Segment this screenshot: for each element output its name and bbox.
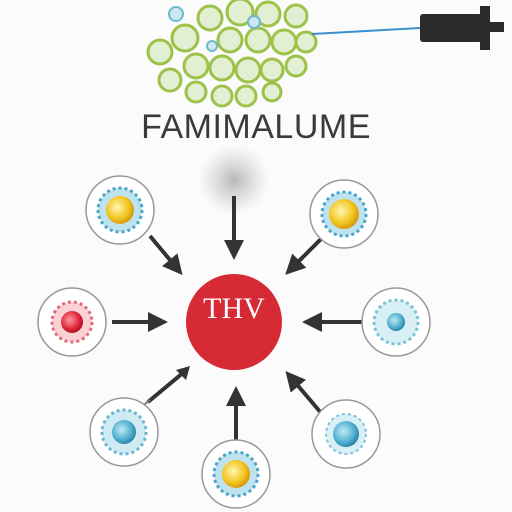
virus-cluster-icon [148,0,316,106]
needle-arrow-icon [140,366,190,408]
diagram-title: FAMIMALUME [0,108,512,147]
arrow-top-right [288,238,322,272]
arrow-bottom-right [288,374,322,414]
arrow-top-left [150,236,180,272]
hub-label: THV [186,292,282,326]
cell-top-right [310,180,378,248]
cell-bottom [202,440,270,508]
cell-right [362,288,430,356]
cell-bottom-right [312,400,380,468]
cell-top-left [86,176,154,244]
syringe-icon [312,6,504,50]
cell-bottom-left [90,398,158,466]
cell-left [38,288,106,356]
